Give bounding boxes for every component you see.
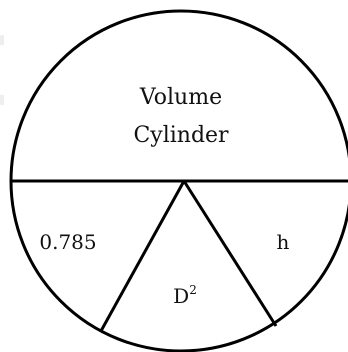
label-diameter: D	[173, 284, 189, 308]
triangle-right-side	[182, 180, 278, 327]
label-cylinder: Cylinder	[133, 123, 229, 148]
label-constant: 0.785	[39, 230, 96, 254]
faint-shadow-arc	[0, 35, 5, 105]
label-height: h	[277, 230, 290, 254]
triangle-left-side	[99, 180, 186, 332]
label-diameter-squared: D2	[173, 283, 197, 308]
label-exponent: 2	[189, 283, 197, 297]
label-volume: Volume	[139, 85, 222, 110]
